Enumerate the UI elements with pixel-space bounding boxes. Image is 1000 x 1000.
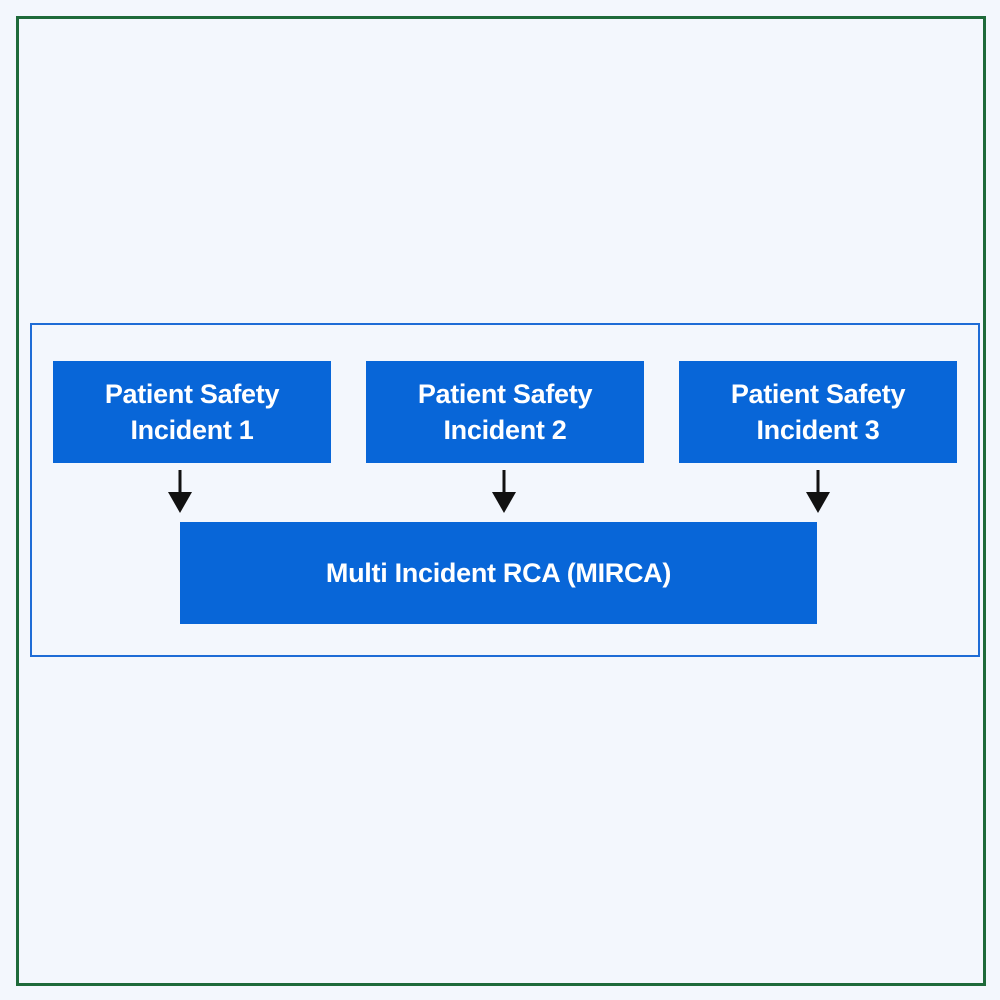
mirca-label: Multi Incident RCA (MIRCA) (325, 558, 672, 588)
incident-1-label: Patient Safety Incident 1 (104, 379, 280, 445)
incident-3-box: Patient Safety Incident 3 (679, 361, 957, 463)
incident-2-label: Patient Safety Incident 2 (417, 379, 593, 445)
incident-2-box: Patient Safety Incident 2 (366, 361, 644, 463)
mirca-box: Multi Incident RCA (MIRCA) (180, 522, 817, 624)
incident-3-label: Patient Safety Incident 3 (730, 379, 906, 445)
incident-1-box: Patient Safety Incident 1 (53, 361, 331, 463)
